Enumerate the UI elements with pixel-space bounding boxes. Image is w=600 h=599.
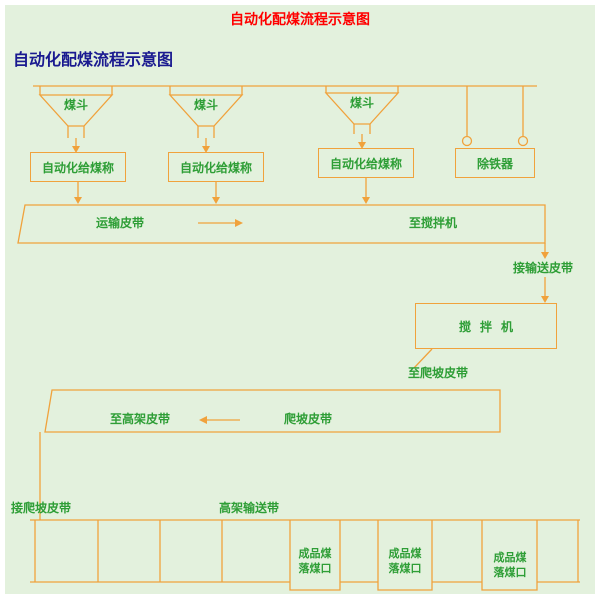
- feeder-3-label: 自动化给煤称: [329, 156, 402, 171]
- outlet-2-label: 成品煤 落煤口: [379, 547, 431, 578]
- transport-belt-label: 运输皮带: [95, 216, 144, 230]
- feeder-2-label: 自动化给煤称: [179, 160, 252, 175]
- iron-remover-box: 除铁器: [455, 148, 535, 178]
- outlet-3-label: 成品煤 落煤口: [484, 551, 536, 582]
- to-elevated-belt-label: 至高架皮带: [109, 412, 170, 426]
- outlet-2-line2: 落煤口: [388, 563, 422, 576]
- connect-climb-belt-label: 接爬坡皮带: [10, 501, 71, 515]
- page-title: 自动化配煤流程示意图: [230, 11, 370, 27]
- iron-remover-label: 除铁器: [476, 156, 513, 171]
- outlet-3-line1: 成品煤: [493, 552, 527, 564]
- diagram-subtitle: 自动化配煤流程示意图: [13, 52, 174, 69]
- hopper-2-shape: [168, 94, 244, 147]
- outlet-2-shape: [377, 520, 433, 591]
- feeder-2-box: 自动化给煤称: [168, 152, 264, 182]
- hopper-1-shape: [38, 94, 114, 147]
- hopper-3-shape: [324, 92, 400, 143]
- outlet-1-line2: 落煤口: [298, 563, 332, 576]
- climb-belt-label: 爬坡皮带: [283, 412, 332, 426]
- mixer-box: 搅拌机: [415, 303, 557, 349]
- outlet-1-label: 成品煤 落煤口: [291, 547, 339, 578]
- elevated-conveyor-frame: [30, 519, 580, 583]
- transfer-belt-label: 接输送皮带: [512, 261, 573, 275]
- outlet-3-shape: [481, 520, 538, 591]
- climb-belt-shape: [44, 389, 501, 433]
- hopper-2-label: 煤斗: [193, 98, 218, 112]
- hopper-3-label: 煤斗: [349, 96, 374, 110]
- flow-arrowheads: [72, 142, 549, 424]
- mixer-label: 搅拌机: [458, 319, 522, 334]
- outlet-1-line1: 成品煤: [298, 548, 332, 560]
- to-mixer-label: 至搅拌机: [408, 216, 457, 230]
- to-climb-belt-label: 至爬坡皮带: [407, 366, 468, 380]
- elevated-belt-label: 高架输送带: [218, 501, 279, 515]
- diagram-background: [5, 5, 595, 594]
- outlet-1-shape: [289, 520, 341, 591]
- hopper-1-label: 煤斗: [63, 98, 88, 112]
- outlet-3-line2: 落煤口: [493, 567, 527, 580]
- iron-remover-hangers: [461, 86, 529, 147]
- feeder-1-box: 自动化给煤称: [30, 152, 126, 182]
- feeder-3-box: 自动化给煤称: [318, 148, 414, 178]
- feeder-1-label: 自动化给煤称: [41, 160, 114, 175]
- outlet-2-line1: 成品煤: [388, 548, 422, 560]
